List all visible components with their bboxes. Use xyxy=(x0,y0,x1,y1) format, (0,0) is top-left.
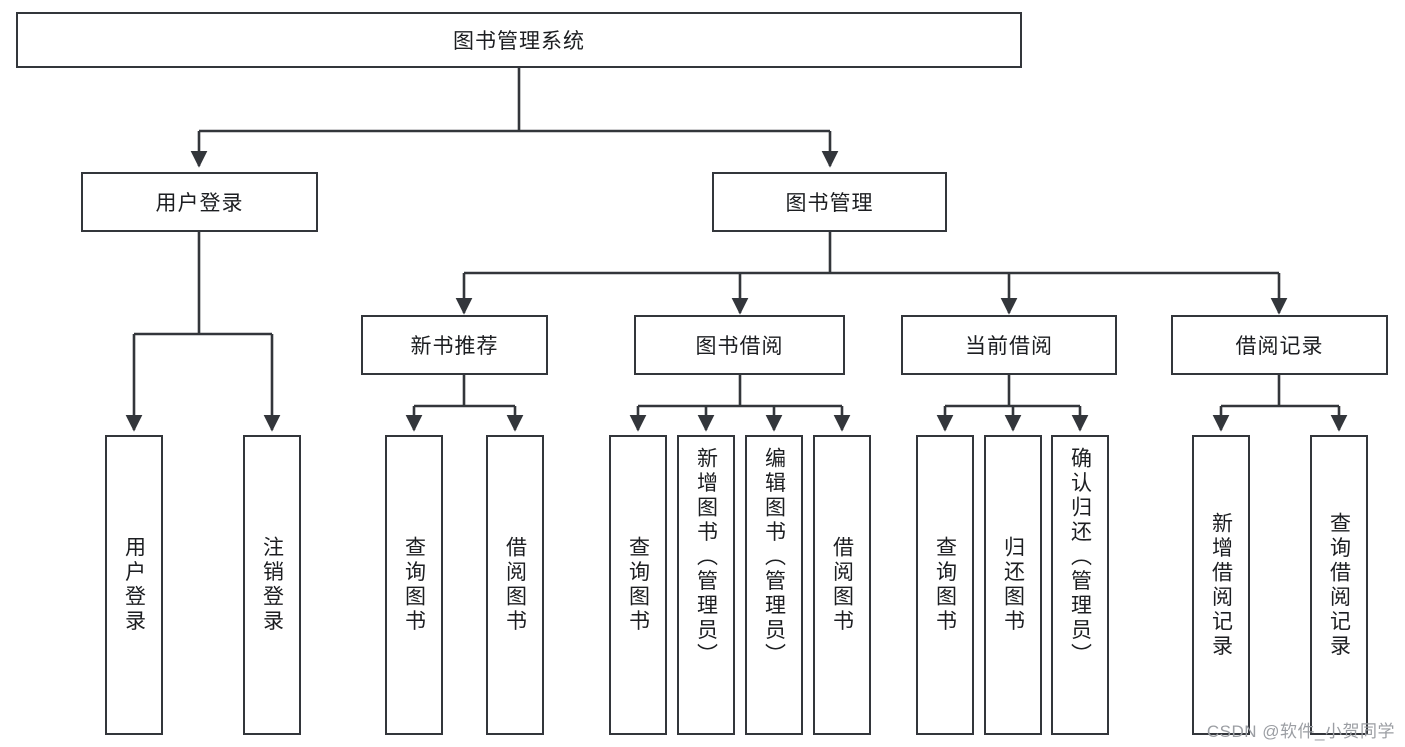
node-current-borrow[interactable]: 当前借阅 xyxy=(901,315,1117,375)
leaf-logout-login[interactable]: 注销登录 xyxy=(243,435,301,735)
node-label: 查询图书 xyxy=(402,536,426,634)
node-new-book-recommend[interactable]: 新书推荐 xyxy=(361,315,548,375)
leaf-query-book-1[interactable]: 查询图书 xyxy=(385,435,443,735)
node-label: 当前借阅 xyxy=(965,335,1053,358)
node-book-borrow[interactable]: 图书借阅 xyxy=(634,315,845,375)
node-label: 借阅图书 xyxy=(503,536,527,634)
node-label: 用户登录 xyxy=(155,192,244,215)
node-borrow-record[interactable]: 借阅记录 xyxy=(1171,315,1388,375)
leaf-borrow-book-2[interactable]: 借阅图书 xyxy=(813,435,871,735)
node-label: 查询图书 xyxy=(933,536,957,634)
node-label: 借阅图书 xyxy=(830,536,854,634)
leaf-add-borrow-record[interactable]: 新增借阅记录 xyxy=(1192,435,1250,735)
node-system-root[interactable]: 图书管理系统 xyxy=(16,12,1022,68)
node-label: 编辑图书（管理员） xyxy=(762,447,786,668)
node-label: 图书管理系统 xyxy=(453,30,585,53)
leaf-borrow-book-1[interactable]: 借阅图书 xyxy=(486,435,544,735)
node-label: 新增图书（管理员） xyxy=(694,447,718,668)
leaf-user-login[interactable]: 用户登录 xyxy=(105,435,163,735)
node-label: 确认归还（管理员） xyxy=(1068,447,1092,668)
node-label: 新增借阅记录 xyxy=(1209,511,1233,659)
node-label: 查询图书 xyxy=(626,536,650,634)
node-label: 新书推荐 xyxy=(410,335,499,358)
leaf-return-book[interactable]: 归还图书 xyxy=(984,435,1042,735)
leaf-edit-book[interactable]: 编辑图书（管理员） xyxy=(745,435,803,735)
node-user-login[interactable]: 用户登录 xyxy=(81,172,318,232)
node-label: 注销登录 xyxy=(260,536,284,634)
leaf-add-book[interactable]: 新增图书（管理员） xyxy=(677,435,735,735)
node-label: 归还图书 xyxy=(1001,536,1025,634)
node-label: 用户登录 xyxy=(122,536,146,634)
leaf-confirm-return[interactable]: 确认归还（管理员） xyxy=(1051,435,1109,735)
node-label: 图书管理 xyxy=(785,192,874,215)
leaf-query-borrow-record[interactable]: 查询借阅记录 xyxy=(1310,435,1368,735)
node-label: 借阅记录 xyxy=(1235,335,1324,358)
node-book-manage[interactable]: 图书管理 xyxy=(712,172,947,232)
leaf-query-book-2[interactable]: 查询图书 xyxy=(609,435,667,735)
leaf-query-book-3[interactable]: 查询图书 xyxy=(916,435,974,735)
node-label: 查询借阅记录 xyxy=(1327,511,1351,659)
node-label: 图书借阅 xyxy=(695,335,784,358)
